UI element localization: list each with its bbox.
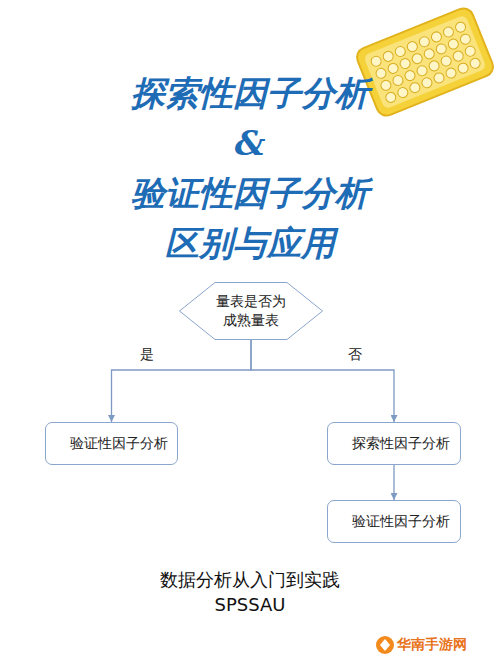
node-text: 验证性因子分析 — [70, 434, 154, 453]
keyboard-key — [396, 86, 409, 99]
keyboard-key — [375, 67, 388, 80]
keyboard-key — [457, 62, 470, 75]
keyboard-key — [447, 38, 460, 51]
keyboard-key — [432, 71, 445, 84]
node-text: 验证性因子分析 — [352, 512, 436, 531]
keyboard-key — [403, 69, 416, 82]
keyboard-key — [384, 91, 397, 104]
keyboard-key — [469, 57, 482, 70]
keyboard-key — [423, 47, 436, 60]
decision-hexagon: 量表是否为 成熟量表 — [179, 282, 323, 340]
logo-mark — [380, 639, 390, 651]
edge-label: 否 — [346, 346, 364, 364]
keyboard-keys — [370, 21, 482, 104]
keyboard-key — [418, 35, 431, 48]
keyboard-key — [408, 81, 421, 94]
keyboard-plate — [363, 15, 487, 110]
title: 探索性因子分析 & 验证性因子分析 区别与应用 — [123, 68, 378, 268]
watermark: 华南手游网 — [397, 636, 497, 654]
brand-label: SPSSAU — [0, 594, 500, 615]
keyboard-key — [428, 59, 441, 72]
keyboard-key — [399, 57, 412, 70]
keyboard-illustration — [354, 5, 496, 118]
keyboard-key — [435, 42, 448, 55]
connector — [393, 465, 394, 500]
watermark-logo — [376, 636, 394, 654]
keyboard-key — [464, 45, 477, 58]
keyboard-key — [382, 50, 395, 63]
edge-label: 是 — [138, 346, 156, 364]
connector — [251, 340, 394, 422]
node-text: 探索性因子分析 — [352, 434, 436, 453]
keyboard-key — [454, 21, 467, 34]
keyboard-key — [459, 33, 472, 46]
keyboard-key — [440, 54, 453, 67]
logo-circle — [376, 636, 394, 654]
hexagon-outline — [179, 282, 323, 340]
keyboard-key — [416, 64, 429, 77]
connector — [112, 340, 252, 422]
keyboard-key — [387, 62, 400, 75]
keyboard-key — [452, 50, 465, 63]
keyboard-body — [354, 5, 496, 118]
hexagon-shape — [180, 283, 323, 340]
keyboard-key — [394, 45, 407, 58]
process-box: 探索性因子分析 — [327, 422, 461, 465]
keyboard-key — [379, 79, 392, 92]
keyboard-key — [445, 67, 458, 80]
keyboard-key — [370, 55, 383, 68]
keyboard-key — [406, 40, 419, 53]
caption: 数据分析从入门到实践 — [0, 568, 500, 592]
keyboard-key — [430, 30, 443, 43]
keyboard-key — [391, 74, 404, 87]
keyboard-key — [442, 26, 455, 39]
keyboard-key — [420, 76, 433, 89]
title-wrap: 探索性因子分析 & 验证性因子分析 区别与应用 — [0, 68, 500, 268]
process-box: 验证性因子分析 — [327, 500, 461, 543]
keyboard-key — [411, 52, 424, 65]
node-text: 量表是否为 成熟量表 — [209, 292, 293, 330]
process-box: 验证性因子分析 — [45, 422, 178, 465]
